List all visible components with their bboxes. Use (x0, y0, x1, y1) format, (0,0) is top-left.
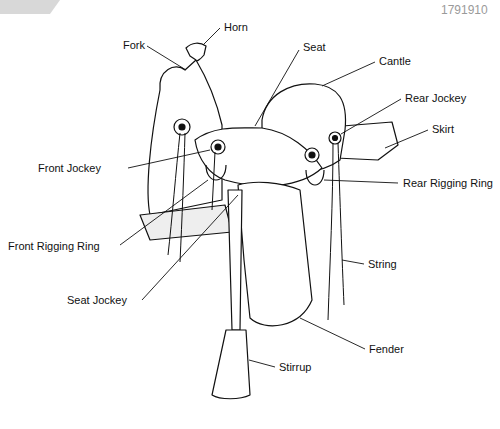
part-label: String (367, 258, 398, 271)
part-label: Rear Rigging Ring (402, 177, 494, 190)
front-rigging-ring (206, 165, 226, 180)
part-label: Skirt (431, 123, 455, 136)
rear-rigging-ring (306, 170, 324, 185)
part-label: Seat Jockey (66, 294, 128, 307)
stirrup-leather (228, 190, 242, 330)
horn-shape (186, 43, 206, 61)
part-label: Front Jockey (37, 162, 102, 175)
part-label: Horn (223, 21, 249, 34)
part-label: Seat (302, 41, 327, 54)
front-skirt (140, 205, 232, 240)
part-label: Fork (122, 39, 146, 52)
part-label: Front Rigging Ring (7, 240, 101, 253)
watermark-band (0, 0, 60, 14)
fender-shape (238, 182, 312, 326)
saddle-drawing (140, 43, 398, 399)
watermark: 1791910 (440, 4, 489, 17)
strings (168, 133, 344, 320)
part-label: Cantle (378, 55, 412, 68)
front-jockey (174, 119, 190, 135)
stirrup-shape (212, 330, 250, 399)
part-label: Rear Jockey (404, 92, 467, 105)
part-label: Fender (368, 343, 405, 356)
part-label: Stirrup (278, 361, 312, 374)
leader-lines (120, 28, 428, 367)
